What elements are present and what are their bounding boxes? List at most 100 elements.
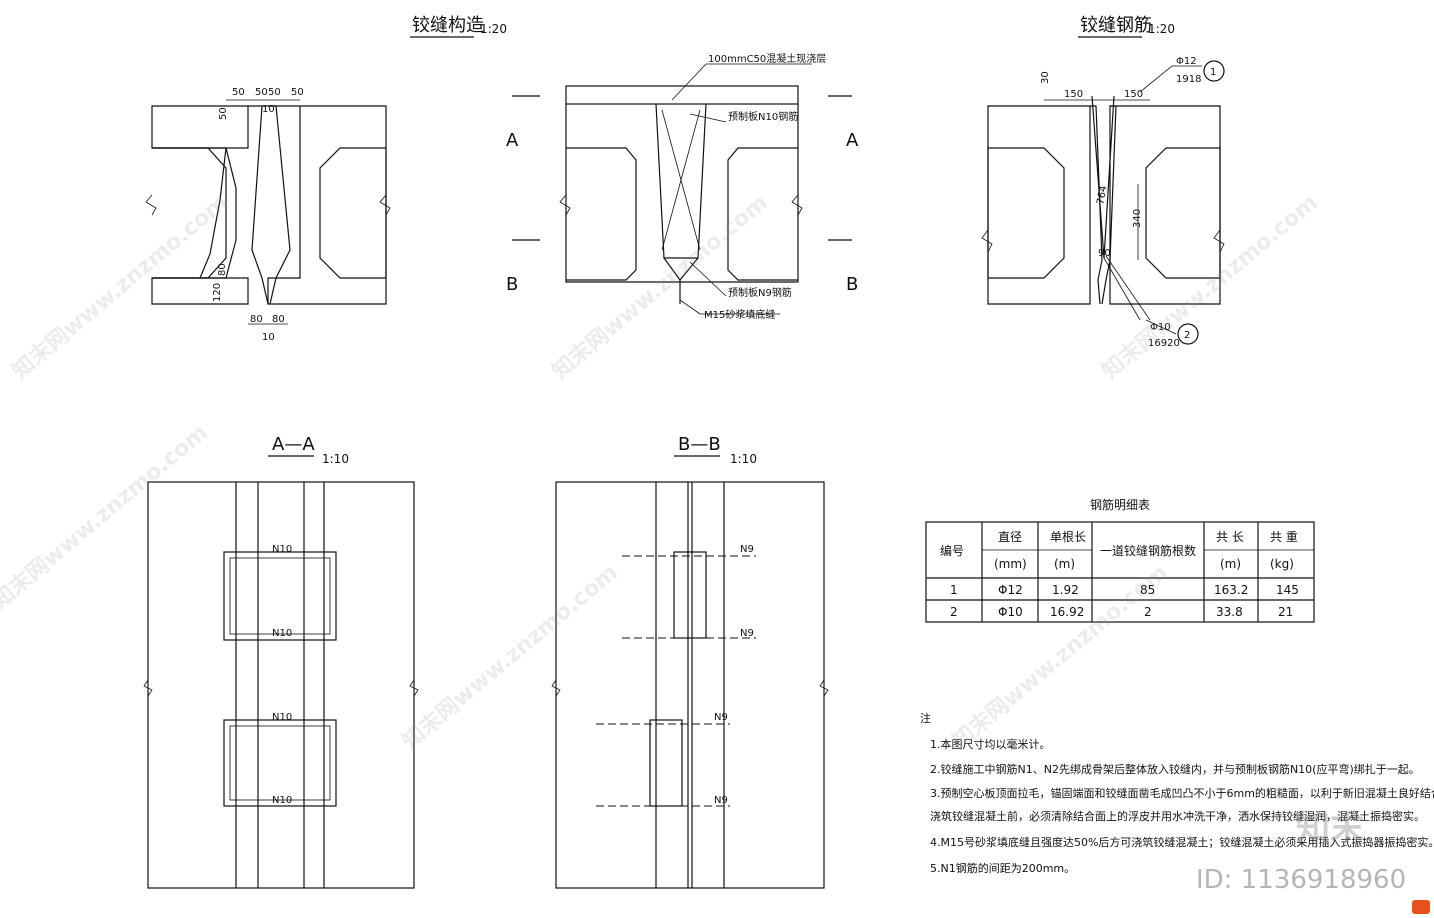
table-cell: 33.8 bbox=[1216, 605, 1243, 619]
table-cell: Φ10 bbox=[998, 605, 1023, 619]
table-cell: 1 bbox=[950, 583, 958, 597]
joint-rebar-view: 铰缝钢筋 1:20 30 150 150 764 340 90 Φ12 1918… bbox=[981, 15, 1225, 349]
n10-bar-group bbox=[223, 551, 337, 641]
dim-50-vertical: 50 bbox=[218, 107, 229, 120]
brand-logo-icon bbox=[1412, 900, 1430, 914]
right-slab-section bbox=[1109, 105, 1221, 305]
section-aa-scale: 1:10 bbox=[322, 452, 349, 466]
n10-rebar-label: 预制板N10钢筋 bbox=[728, 110, 798, 123]
watermark-text: 知末网www.znzmo.com bbox=[397, 559, 623, 754]
table-title: 钢筋明细表 bbox=[1090, 497, 1150, 512]
table-header: 共 重 bbox=[1270, 530, 1298, 544]
dim-80: 80 bbox=[250, 314, 263, 325]
table-header: 共 长 bbox=[1216, 530, 1244, 544]
dim-50: 50 bbox=[291, 87, 304, 98]
n9-bar-group bbox=[649, 719, 683, 807]
table-cell: 1.92 bbox=[1052, 583, 1079, 597]
n9-bar-group bbox=[673, 551, 707, 639]
cast-layer-label: 100mmC50混凝土现浇层 bbox=[708, 52, 826, 65]
n10-label: N10 bbox=[272, 544, 292, 555]
table-header: (m) bbox=[1220, 557, 1241, 571]
note-item: 浇筑铰缝混凝土前，必须清除结合面上的浮皮并用水冲洗干净，洒水保持铰缝湿润，混凝土… bbox=[930, 809, 1425, 823]
n10-label: N10 bbox=[272, 628, 292, 639]
n10-bar-group bbox=[223, 719, 337, 807]
left-slab-section bbox=[151, 105, 249, 305]
dim-80: 80 bbox=[272, 314, 285, 325]
table-header: 编号 bbox=[940, 543, 964, 558]
watermark-text: 知末网www.znzmo.com bbox=[547, 189, 773, 384]
table-cell: Φ12 bbox=[998, 583, 1023, 597]
rebar-table: 钢筋明细表 编号 直径 (mm) 单根长 (m) 一道铰缝钢筋根数 共 长 (m… bbox=[925, 497, 1315, 623]
n9-label: N9 bbox=[740, 544, 754, 555]
dim-10: 10 bbox=[262, 104, 275, 115]
dim-120-vertical: 120 bbox=[212, 283, 223, 302]
section-bb-title: B—B bbox=[678, 434, 721, 455]
n9-label: N9 bbox=[740, 628, 754, 639]
n9-label: N9 bbox=[714, 712, 728, 723]
dim-764: 764 bbox=[1095, 185, 1109, 206]
dim-50: 50 bbox=[232, 87, 245, 98]
bar1-diameter: Φ12 bbox=[1176, 56, 1197, 67]
watermark-brand: 知末 bbox=[1296, 809, 1364, 849]
dim-10: 10 bbox=[262, 332, 275, 343]
cut-label-b: B bbox=[506, 274, 518, 295]
dim-30: 30 bbox=[1040, 71, 1051, 84]
n9-rebar-label: 预制板N9钢筋 bbox=[728, 286, 792, 299]
joint-structure-view: 铰缝构造 1:20 50 50 50 50 10 50 80 120 80 80… bbox=[145, 15, 507, 343]
bar1-mark bbox=[1203, 60, 1225, 82]
n10-label: N10 bbox=[272, 795, 292, 806]
mortar-label: M15砂浆填底缝 bbox=[704, 308, 775, 321]
bar1-length: 1918 bbox=[1176, 74, 1201, 85]
joint-cast-view: A A B B 100mmC50混凝土现浇层 预制板N10钢筋 预制板N9钢筋 … bbox=[506, 52, 859, 321]
cast-layer bbox=[565, 85, 799, 105]
joint-structure-title: 铰缝构造 bbox=[412, 15, 484, 36]
watermark-text: 知末网www.znzmo.com bbox=[0, 419, 213, 614]
joint-rebar-title: 铰缝钢筋 bbox=[1080, 15, 1152, 36]
table-cell: 2 bbox=[950, 605, 958, 619]
table-header: (mm) bbox=[994, 557, 1027, 571]
table-header: (kg) bbox=[1270, 557, 1294, 571]
section-aa-view: A—A 1:10 N10 N10 N10 N10 bbox=[143, 434, 419, 889]
table-cell: 145 bbox=[1276, 583, 1299, 597]
table-header: 单根长 bbox=[1050, 530, 1086, 544]
bar1-number: 1 bbox=[1210, 67, 1216, 78]
cut-label-a: A bbox=[846, 130, 859, 151]
table-cell: 85 bbox=[1140, 583, 1155, 597]
bar2-number: 2 bbox=[1184, 330, 1190, 341]
note-item: 5.N1钢筋的间距为200mm。 bbox=[930, 861, 1075, 875]
section-bb-scale: 1:10 bbox=[730, 452, 757, 466]
dim-50: 50 bbox=[268, 87, 281, 98]
bar2-diameter: Φ10 bbox=[1150, 322, 1171, 333]
table-header: (m) bbox=[1054, 557, 1075, 571]
bar2-mark bbox=[1177, 323, 1199, 345]
joint-structure-scale: 1:20 bbox=[480, 22, 507, 36]
note-item: 3.预制空心板顶面拉毛，锚固端面和铰缝面凿毛成凹凸不小于6mm的粗糙面，以利于新… bbox=[930, 786, 1434, 800]
table-header: 直径 bbox=[998, 530, 1022, 544]
dim-340: 340 bbox=[1132, 209, 1143, 228]
dim-80-vertical: 80 bbox=[217, 263, 228, 276]
table-cell: 163.2 bbox=[1214, 583, 1248, 597]
table-cell: 2 bbox=[1144, 605, 1152, 619]
dim-150: 150 bbox=[1064, 89, 1083, 100]
section-aa-title: A—A bbox=[272, 434, 315, 455]
note-item: 1.本图尺寸均以毫米计。 bbox=[930, 737, 1051, 751]
cut-label-a: A bbox=[506, 130, 519, 151]
table-header: 一道铰缝钢筋根数 bbox=[1100, 543, 1196, 558]
cut-label-b: B bbox=[846, 274, 858, 295]
table-cell: 16.92 bbox=[1050, 605, 1084, 619]
section-bb-view: B—B 1:10 N9 N9 N9 N9 bbox=[551, 434, 829, 889]
note-item: 4.M15号砂浆填底缝且强度达50%后方可浇筑铰缝混凝土；铰缝混凝土必须采用插入… bbox=[930, 835, 1434, 849]
left-slab-section bbox=[987, 105, 1091, 305]
dim-150: 150 bbox=[1124, 89, 1143, 100]
table-cell: 21 bbox=[1278, 605, 1293, 619]
dim-90: 90 bbox=[1098, 248, 1111, 259]
watermark-text: 知末网www.znzmo.com bbox=[7, 189, 233, 384]
watermark-text: 知末网www.znzmo.com bbox=[1097, 189, 1323, 384]
n10-label: N10 bbox=[272, 712, 292, 723]
watermark-id: ID: 1136918960 bbox=[1196, 865, 1406, 895]
notes-heading: 注 bbox=[920, 711, 931, 725]
notes-block: 注 1.本图尺寸均以毫米计。 2.铰缝施工中钢筋N1、N2先绑成骨架后整体放入铰… bbox=[920, 711, 1434, 875]
bar2-length: 16920 bbox=[1148, 338, 1180, 349]
note-item: 2.铰缝施工中钢筋N1、N2先绑成骨架后整体放入铰缝内，并与预制板钢筋N10(应… bbox=[930, 762, 1420, 776]
